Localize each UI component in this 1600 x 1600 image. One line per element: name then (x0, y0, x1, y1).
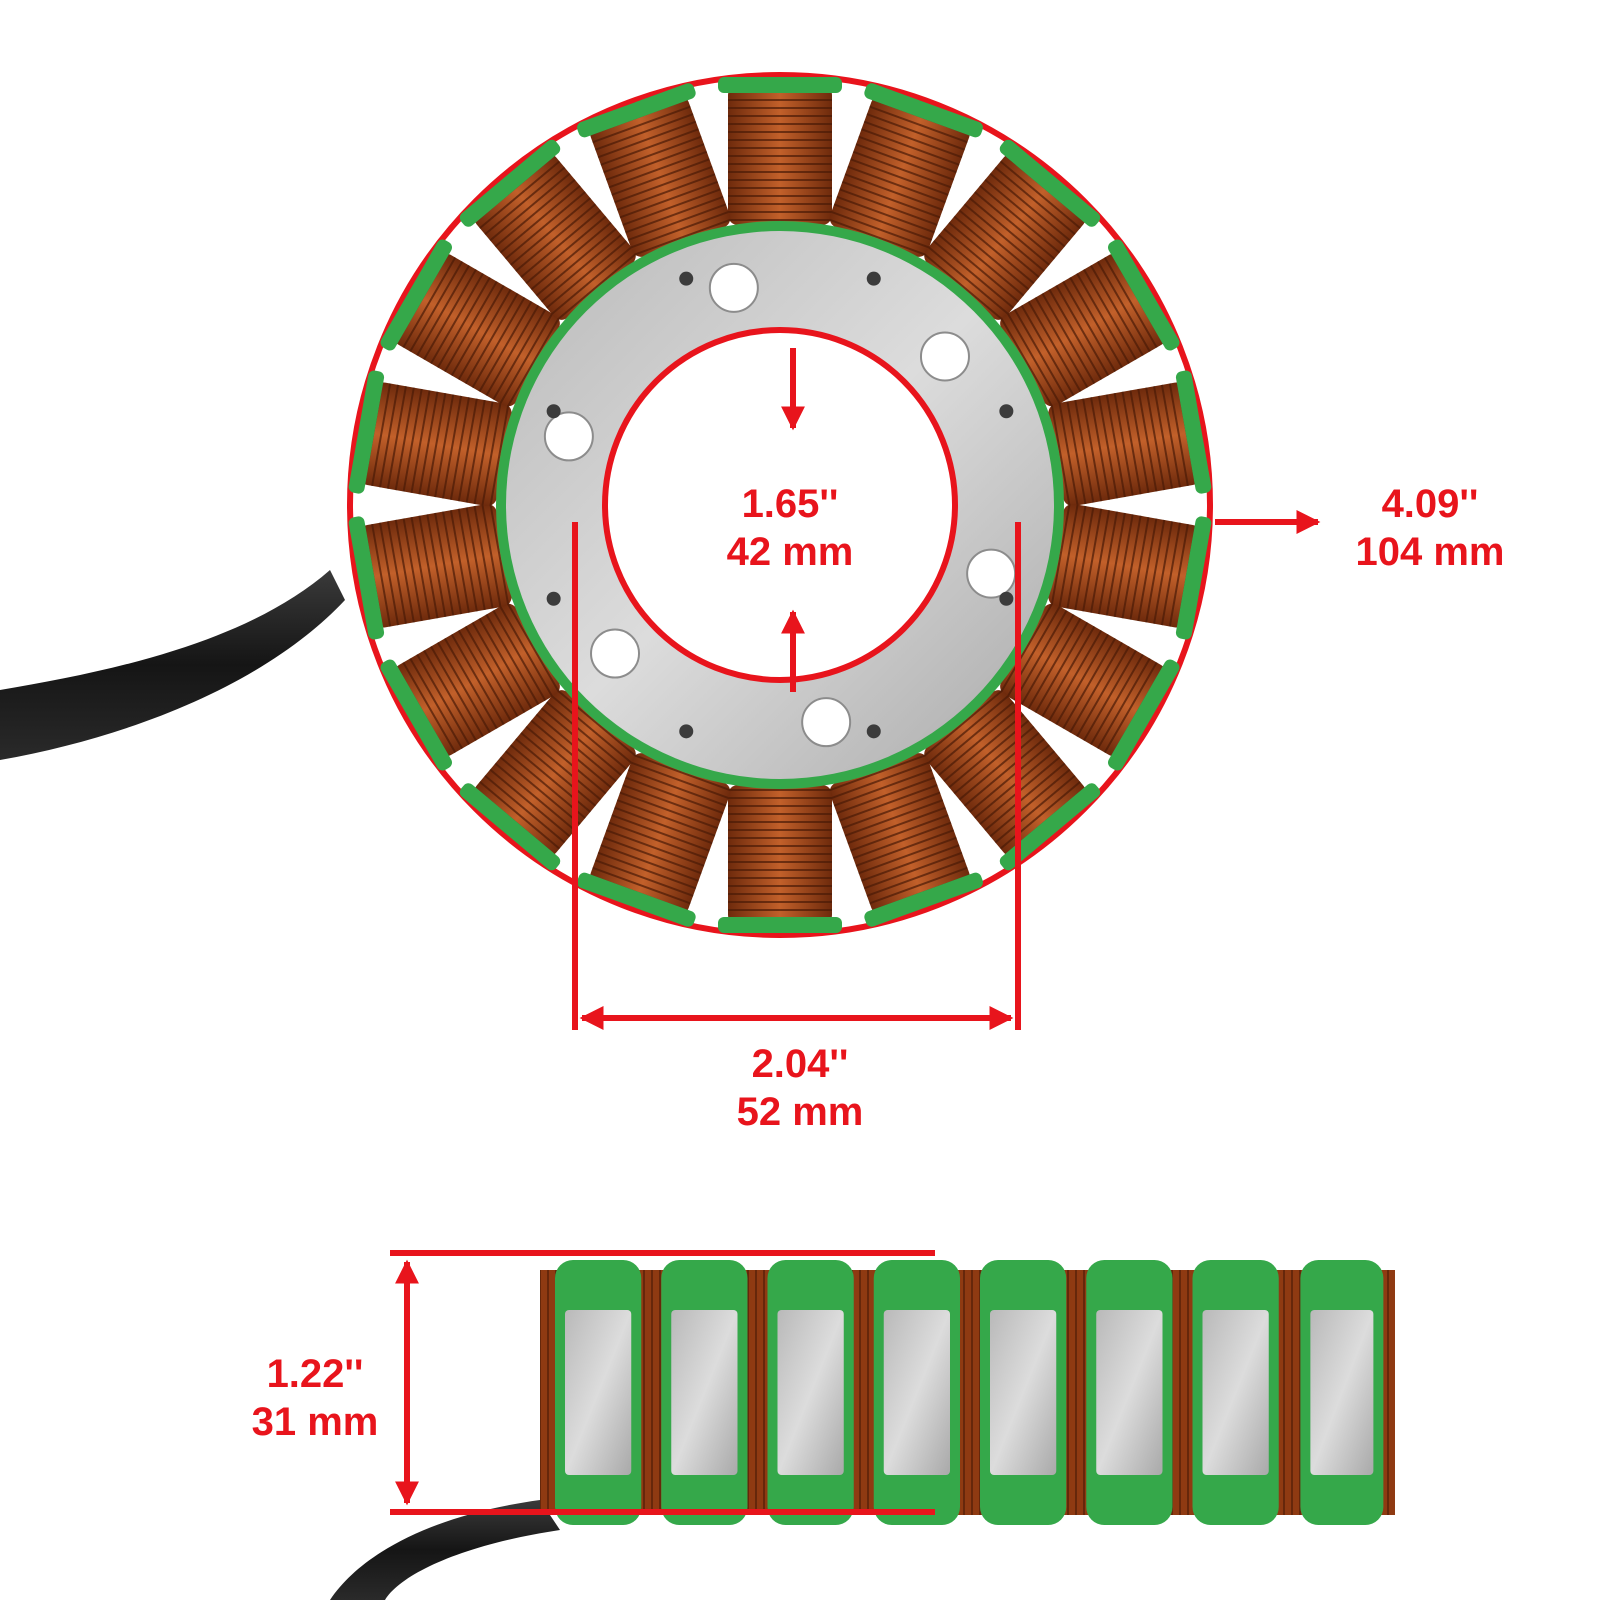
mounting-hole (919, 331, 970, 382)
height-label: 1.22'' 31 mm (230, 1350, 400, 1446)
coil (348, 503, 512, 640)
coil (577, 753, 731, 927)
coil (924, 139, 1101, 320)
coil (459, 690, 636, 871)
coil (924, 690, 1101, 871)
side-tooth (980, 1260, 1067, 1525)
rivet (679, 724, 694, 739)
side-stator-teeth (555, 1260, 1384, 1525)
side-tooth (767, 1260, 854, 1525)
coil (1048, 370, 1212, 507)
side-tooth (1300, 1260, 1384, 1525)
hole-spacing-label: 2.04'' 52 mm (700, 1040, 900, 1136)
stator-side-view (540, 1260, 1395, 1525)
coil (1000, 603, 1180, 771)
side-tooth (1192, 1260, 1279, 1525)
coil (380, 603, 560, 771)
stator-top-view (347, 72, 1213, 938)
outer-diameter-inches: 4.09'' (1381, 482, 1479, 526)
rivet (546, 591, 561, 606)
coil (829, 753, 983, 927)
inner-diameter-inches: 1.65'' (741, 482, 839, 526)
height-inches: 1.22'' (266, 1352, 364, 1396)
mounting-hole (590, 628, 641, 679)
mounting-hole (966, 548, 1017, 599)
outer-diameter-circle (347, 72, 1213, 938)
mounting-hole (708, 262, 759, 313)
center-bore (602, 327, 958, 683)
mounting-hole (543, 411, 594, 462)
coil (577, 83, 731, 257)
rivet (999, 591, 1014, 606)
coil (1048, 503, 1212, 640)
inner-diameter-mm: 42 mm (726, 530, 854, 574)
outer-diameter-label: 4.09'' 104 mm (1330, 480, 1530, 576)
side-tooth (555, 1260, 642, 1525)
rivet (546, 404, 561, 419)
inner-diameter-label: 1.65'' 42 mm (700, 480, 880, 576)
rivet (999, 404, 1014, 419)
side-tooth (873, 1260, 960, 1525)
coil (1000, 239, 1180, 407)
wire-harness-cable (0, 570, 345, 760)
side-tooth (1086, 1260, 1173, 1525)
coil (829, 83, 983, 257)
coil (718, 785, 842, 933)
mounting-hole (801, 697, 852, 748)
height-mm: 31 mm (251, 1400, 379, 1444)
side-tooth (661, 1260, 748, 1525)
coil (348, 370, 512, 507)
mounting-holes (543, 262, 1017, 748)
rivet (679, 271, 694, 286)
rivet (866, 271, 881, 286)
rivet (866, 724, 881, 739)
hole-spacing-inches: 2.04'' (751, 1042, 849, 1086)
side-view-cable (330, 1500, 560, 1600)
outer-diameter-mm: 104 mm (1355, 530, 1505, 574)
coil (718, 77, 842, 225)
hole-spacing-mm: 52 mm (736, 1090, 864, 1134)
stator-coils (348, 77, 1212, 933)
coil (380, 239, 560, 407)
coil (459, 139, 636, 320)
